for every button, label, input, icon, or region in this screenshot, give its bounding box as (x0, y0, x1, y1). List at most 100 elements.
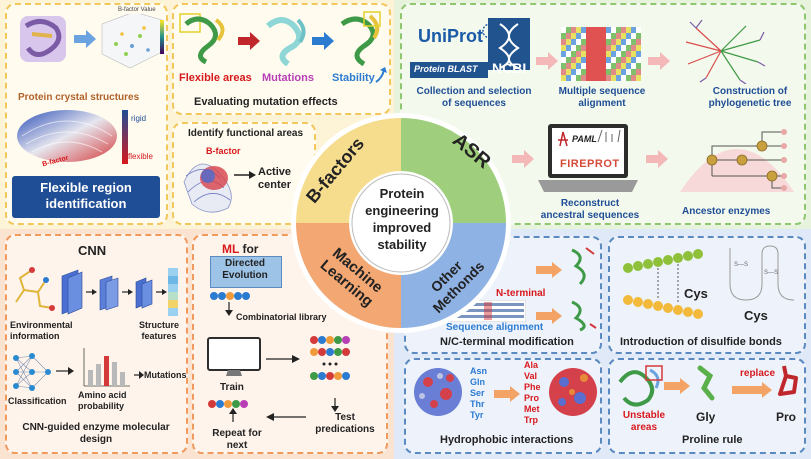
msa-cell (606, 75, 611, 81)
msa-cell (626, 75, 631, 81)
msa-cell (596, 63, 601, 69)
msa-cell (601, 33, 606, 39)
msa-cell (591, 63, 596, 69)
msa-cell (576, 51, 581, 57)
msa-cell (586, 39, 591, 45)
ncbi-label: NCBI (492, 60, 527, 76)
hydrophobic-protein-image (549, 368, 597, 416)
classification-label: Classification (8, 396, 67, 406)
msa-cell (586, 51, 591, 57)
ancestor-tree-image (680, 129, 794, 192)
msa-cell (571, 39, 576, 45)
flexible-protein-image (179, 13, 225, 65)
msa-cell (596, 39, 601, 45)
unstable-label: Unstable areas (622, 410, 666, 433)
msa-cell (621, 51, 626, 57)
msa-cell (616, 45, 621, 51)
arrow-right-icon (646, 150, 668, 168)
msa-cell (576, 45, 581, 51)
msa-cell (576, 57, 581, 63)
msa-cell (626, 51, 631, 57)
repeat-label: Repeat for next (212, 428, 262, 451)
msa-cell (561, 57, 566, 63)
arrow-right-icon (536, 308, 562, 324)
msa-cell (581, 39, 586, 45)
msa-cell (591, 51, 596, 57)
flexible-areas-label: Flexible areas (179, 72, 252, 84)
msa-cell (586, 27, 591, 33)
combinatorial-label: Combinatorial library (236, 312, 327, 322)
msa-cell (591, 57, 596, 63)
directed-evolution-label: Directed Evolution (222, 258, 268, 281)
phylogenetic-tree-image (685, 19, 766, 84)
msa-cell (586, 75, 591, 81)
arrow-right-icon (234, 171, 256, 179)
msa-cell (616, 33, 621, 39)
msa-cell (611, 45, 616, 51)
msa-cell (631, 75, 636, 81)
proline-icon (778, 365, 798, 396)
msa-cell (571, 69, 576, 75)
msa-cell (561, 45, 566, 51)
msa-cell (591, 69, 596, 75)
msa-cell (626, 33, 631, 39)
uniprot-logo-text: UniProt (418, 26, 483, 46)
center-title: Protein engineering improved stability (365, 186, 439, 252)
disulfide-title: Introduction of disulfide bonds (620, 336, 782, 348)
msa-cell (616, 75, 621, 81)
msa-cell (631, 27, 636, 33)
rigid-flexible-gradient-bar (122, 110, 128, 164)
tree-mini-icon (597, 129, 621, 143)
msa-cell (576, 75, 581, 81)
msa-cell (636, 69, 641, 75)
msa-cell (611, 33, 616, 39)
msa-cell (636, 27, 641, 33)
msa-cell (626, 39, 631, 45)
msa-cell (621, 27, 626, 33)
msa-cell (571, 27, 576, 33)
msa-cell (621, 69, 626, 75)
msa-cell (611, 51, 616, 57)
msa-cell (601, 75, 606, 81)
protein-blast-bar (410, 62, 488, 78)
monitor-icon (207, 337, 261, 376)
mutation-effects-title: Evaluating mutation effects (194, 96, 338, 108)
sequence-alignment-grid (561, 27, 641, 81)
msa-cell (606, 51, 611, 57)
svg-text:S—S: S—S (734, 262, 748, 268)
msa-cell (631, 69, 636, 75)
n-terminal-label: N-terminal (496, 288, 546, 299)
bfactor-pointer-label: B-factor (206, 146, 241, 156)
msa-cell (606, 69, 611, 75)
paml-label: PAML (572, 134, 597, 144)
rigid-label: rigid (131, 114, 147, 123)
neural-network-icon (13, 353, 51, 391)
msa-cell (626, 63, 631, 69)
msa-cell (571, 51, 576, 57)
msa-cell (581, 27, 586, 33)
msa-cell (596, 51, 601, 57)
msa-label: Multiple sequence alignment (558, 86, 646, 109)
msa-cell (616, 57, 621, 63)
msa-cell (621, 75, 626, 81)
functional-areas-title: Identify functional areas (188, 128, 304, 139)
protein-structure-image (20, 16, 66, 62)
cnn-panel (5, 234, 188, 454)
flexible-region-title: Flexible region identification (40, 180, 132, 211)
stability-label: Stability (332, 72, 375, 84)
gly-label: Gly (696, 410, 716, 424)
ncbi-logo-icon (488, 18, 530, 70)
msa-cell (576, 63, 581, 69)
seq-alignment-label: Sequence alignment (446, 322, 544, 333)
ml-for-label: ML for (222, 242, 258, 256)
msa-cell (636, 45, 641, 51)
msa-cell (601, 51, 606, 57)
msa-cell (571, 45, 576, 51)
modified-protein-image (571, 247, 595, 286)
msa-cell (566, 63, 571, 69)
cys-label-2: Cys (744, 308, 768, 323)
arrow-right-icon (664, 378, 690, 394)
arrow-right-icon (134, 371, 144, 379)
msa-cell (611, 57, 616, 63)
msa-cell (561, 39, 566, 45)
